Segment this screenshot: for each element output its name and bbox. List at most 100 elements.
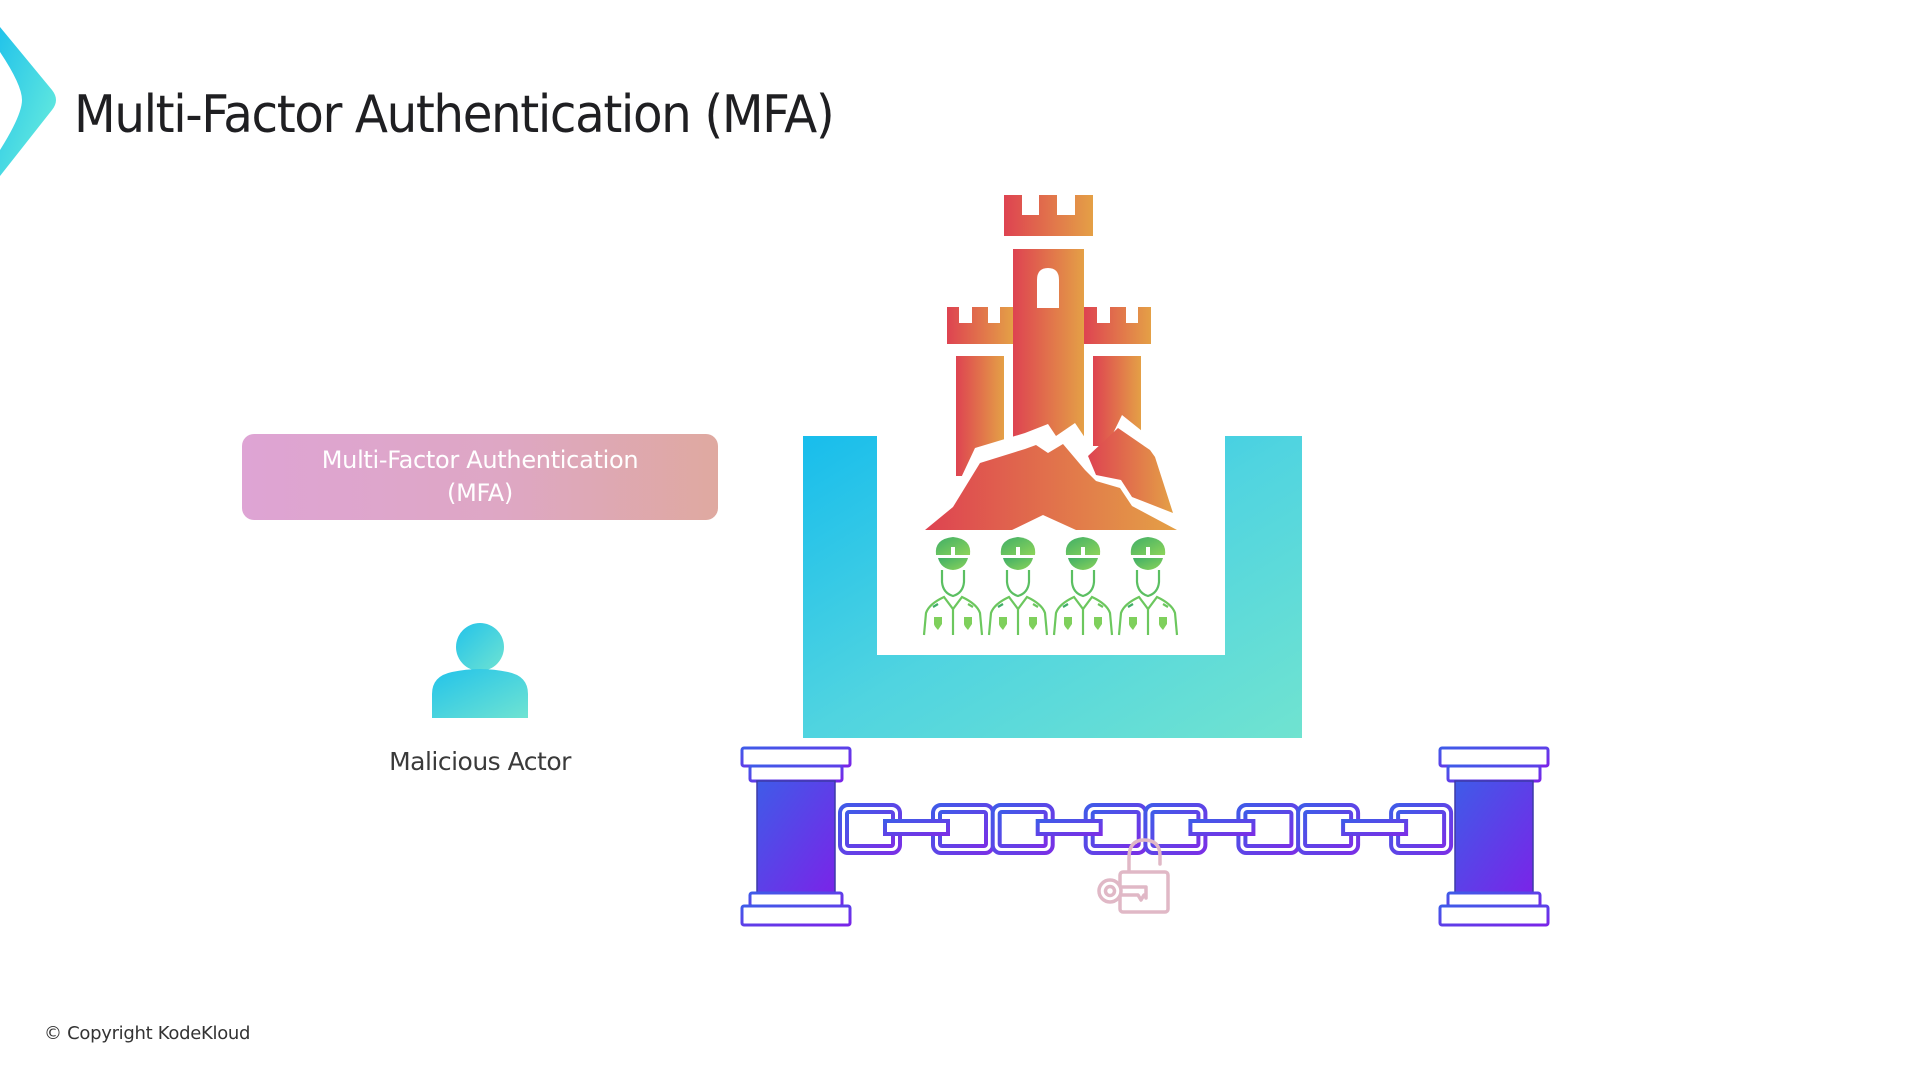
chain-group xyxy=(838,803,1454,855)
guard-epaulette xyxy=(1162,603,1169,608)
chain-link-inner xyxy=(845,810,895,848)
moat-wall xyxy=(803,436,1302,738)
guard-face xyxy=(1070,570,1096,598)
chain-link xyxy=(1389,803,1454,855)
guard-badge xyxy=(999,617,1007,630)
castle-top-crown xyxy=(1004,195,1093,236)
guards-group xyxy=(922,537,1179,636)
pillar-column xyxy=(1454,780,1534,894)
guard-icon xyxy=(1117,537,1179,636)
actor-label: Malicious Actor xyxy=(389,747,571,776)
pillar-top-cap-inner xyxy=(748,764,844,783)
guard-body xyxy=(922,595,984,636)
mfa-label-line1: Multi-Factor Authentication xyxy=(321,446,639,474)
pillar-bottom-cap xyxy=(1438,904,1550,927)
guard-face xyxy=(1005,570,1031,598)
guard-epaulette xyxy=(967,603,974,608)
brand-chevron-icon xyxy=(0,27,56,176)
guard-visor xyxy=(1068,558,1098,570)
padlock-shackle xyxy=(1127,838,1162,874)
pillar-bottom-cap-inner xyxy=(748,891,844,908)
chain-link-inner xyxy=(1303,810,1354,848)
guard-badge xyxy=(1094,617,1102,630)
castle-right-tower xyxy=(1093,356,1141,446)
guard-cap xyxy=(1000,537,1036,555)
pillar-top-cap xyxy=(740,746,852,768)
guard-body xyxy=(1052,595,1114,636)
guard-icon xyxy=(922,537,984,636)
chain-link-inner xyxy=(997,810,1048,848)
guard-cap-badge xyxy=(1081,547,1085,555)
castle-left-tower xyxy=(956,356,1004,476)
guard-epaulette xyxy=(997,603,1004,608)
guard-badge xyxy=(934,617,942,630)
chain-link-outer xyxy=(1296,803,1361,855)
pillar-right xyxy=(1438,746,1550,927)
chain-link xyxy=(1236,803,1301,855)
copyright-text: © Copyright KodeKloud xyxy=(44,1023,251,1044)
guard-icon xyxy=(987,537,1049,636)
guard-cap-badge xyxy=(1016,547,1020,555)
chain-link-outer xyxy=(1236,803,1301,855)
pillar-column xyxy=(756,780,836,894)
chain-bar xyxy=(1188,819,1256,836)
guard-cap-badge xyxy=(1146,547,1150,555)
chain-link-outer xyxy=(1143,803,1208,855)
guard-epaulette xyxy=(932,603,939,608)
key-shaft xyxy=(1119,885,1148,902)
guard-badge xyxy=(1029,617,1037,630)
guard-cap xyxy=(1065,537,1101,555)
chain-bar xyxy=(1341,819,1409,836)
mfa-label-line2: (MFA) xyxy=(447,479,513,507)
guard-badge xyxy=(964,617,972,630)
pillar-left xyxy=(740,746,852,927)
guard-face xyxy=(1135,570,1161,598)
pillar-top-cap xyxy=(1438,746,1550,768)
chain-link xyxy=(990,803,1055,855)
guard-badge xyxy=(1159,617,1167,630)
castle-hill xyxy=(925,444,1177,530)
key-ring xyxy=(1097,878,1123,904)
padlock-body xyxy=(1118,870,1170,914)
pillar-bottom-cap xyxy=(740,904,852,927)
guard-face xyxy=(940,570,966,598)
guard-visor xyxy=(938,558,968,570)
user-head xyxy=(456,623,504,671)
castle-icon xyxy=(925,195,1180,530)
castle-left-crown xyxy=(947,307,1013,344)
chain-link xyxy=(838,803,902,855)
guard-cap xyxy=(935,537,971,555)
user-body xyxy=(432,669,528,718)
chain-link-inner xyxy=(1090,810,1141,848)
guard-epaulette xyxy=(1127,603,1134,608)
guard-badge xyxy=(1129,617,1137,630)
guard-epaulette xyxy=(1097,603,1104,608)
guard-body xyxy=(987,595,1049,636)
guard-icon xyxy=(1052,537,1114,636)
page-title: Multi-Factor Authentication (MFA) xyxy=(74,85,835,145)
pillars-group xyxy=(740,746,1550,927)
chain-link-outer xyxy=(1389,803,1454,855)
guard-epaulette xyxy=(1032,603,1039,608)
guard-visor xyxy=(1133,558,1163,570)
castle-hill-right xyxy=(1088,428,1173,513)
chain-link-inner xyxy=(1396,810,1447,848)
chain-link-outer xyxy=(838,803,902,855)
chain-link xyxy=(931,803,995,855)
chain-link-outer xyxy=(931,803,995,855)
chain-link-outer xyxy=(1083,803,1148,855)
guard-epaulette xyxy=(1062,603,1069,608)
guard-visor xyxy=(1003,558,1033,570)
mfa-label-box: Multi-Factor Authentication (MFA) xyxy=(242,434,718,520)
chain-bar xyxy=(1035,819,1103,836)
chain-link-inner xyxy=(1150,810,1201,848)
chain-bar xyxy=(883,819,950,836)
guard-cap xyxy=(1130,537,1166,555)
chain-link-inner xyxy=(938,810,988,848)
chain-link xyxy=(1083,803,1148,855)
chain-link xyxy=(1296,803,1361,855)
padlock-key-icon xyxy=(1097,838,1170,914)
guard-body xyxy=(1117,595,1179,636)
